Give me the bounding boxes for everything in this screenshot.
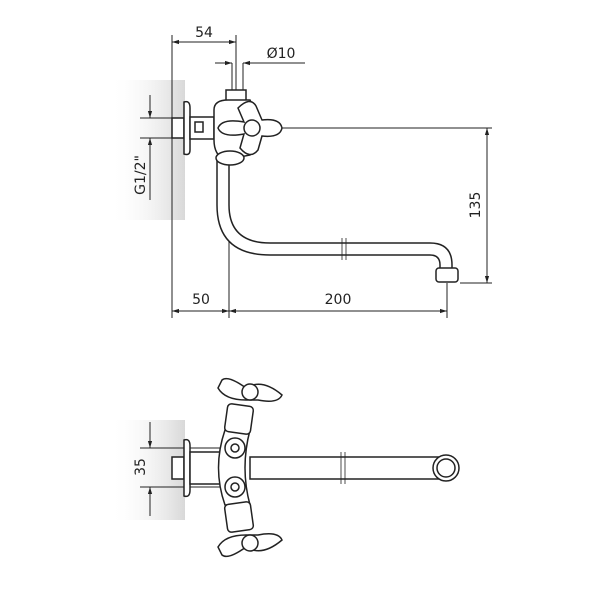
dim-label-diameter: Ø10 xyxy=(267,46,296,62)
dim-label-200: 200 xyxy=(325,292,352,308)
wall-flange xyxy=(183,100,191,156)
dim-label-50: 50 xyxy=(192,292,210,308)
dim-label-54: 54 xyxy=(195,25,213,41)
spout xyxy=(216,159,453,271)
faucet-side xyxy=(171,89,459,283)
side-view: 54 Ø10 G1/2" 135 50 200 xyxy=(110,25,492,318)
dim-label-35: 35 xyxy=(133,458,149,476)
aerator xyxy=(435,267,459,283)
top-view: 35 xyxy=(110,377,460,558)
faucet-top xyxy=(171,377,460,558)
dim-label-thread: G1/2" xyxy=(133,155,149,195)
spout xyxy=(249,456,452,480)
wall-flange xyxy=(183,438,191,498)
wall-shade xyxy=(110,80,185,220)
dim-label-135: 135 xyxy=(468,192,484,219)
